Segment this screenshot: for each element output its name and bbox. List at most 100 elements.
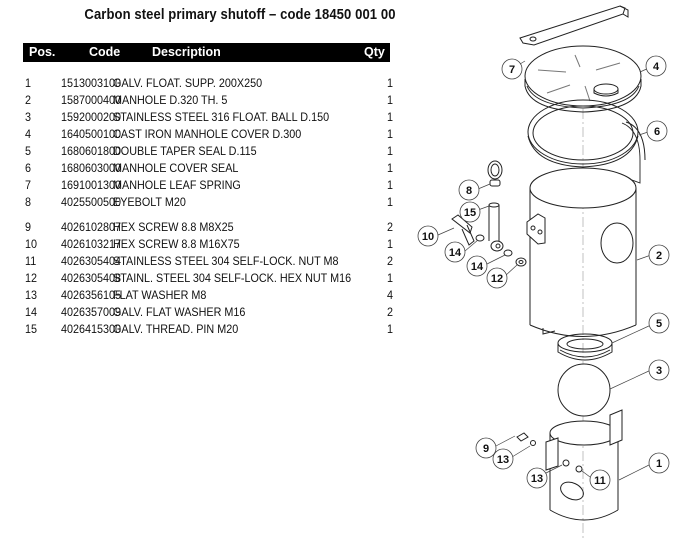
cell-description: MANHOLE LEAF SPRING — [113, 178, 241, 192]
cell-pos: 11 — [25, 254, 37, 268]
callout-12: 12 — [486, 267, 508, 289]
leaf-spring-part — [519, 5, 629, 46]
manhole-cover-part — [524, 45, 642, 113]
callout-13: 13 — [492, 448, 514, 470]
manhole-body-part — [526, 121, 646, 337]
cell-qty: 1 — [387, 76, 394, 90]
cell-description: GALV. THREAD. PIN M20 — [113, 322, 239, 336]
cell-code: 4026356105 — [61, 288, 122, 302]
callout-5: 5 — [648, 312, 670, 334]
cell-code: 4026102807 — [61, 220, 122, 234]
callout-label: 5 — [656, 318, 662, 330]
callout-14: 14 — [466, 255, 488, 277]
cell-pos: 3 — [25, 110, 32, 124]
callout-label: 3 — [656, 365, 662, 377]
cell-description: EYEBOLT M20 — [113, 195, 186, 209]
cell-qty: 1 — [387, 195, 394, 209]
cell-code: 4026103217 — [61, 237, 122, 251]
washer-m16-part — [475, 234, 485, 242]
cell-pos: 6 — [25, 161, 32, 175]
callout-label: 13 — [497, 454, 509, 466]
callout-label: 4 — [653, 61, 660, 73]
cell-description: STAINLESS STEEL 304 SELF-LOCK. NUT M8 — [113, 254, 339, 268]
cell-code: 4026305404 — [61, 254, 122, 268]
cell-description: STAINLESS STEEL 316 FLOAT. BALL D.150 — [113, 110, 330, 124]
cell-pos: 14 — [25, 305, 38, 319]
cell-pos: 8 — [25, 195, 32, 209]
callout-label: 13 — [531, 473, 543, 485]
hex-screw-m16-part — [451, 214, 475, 246]
cell-code: 4026305408 — [61, 271, 122, 285]
cell-qty: 1 — [387, 178, 394, 192]
cell-code: 1691001300 — [61, 178, 122, 192]
cell-code: 1680603000 — [61, 161, 122, 175]
cell-description: HEX SCREW 8.8 M16X75 — [113, 237, 240, 251]
callout-15: 15 — [459, 201, 481, 223]
callout-1: 1 — [648, 452, 670, 474]
callout-11: 11 — [589, 469, 611, 491]
cell-code: 1680601800 — [61, 144, 122, 158]
callout-label: 7 — [509, 64, 515, 76]
cell-description: CAST IRON MANHOLE COVER D.300 — [113, 127, 302, 141]
cell-qty: 1 — [387, 322, 394, 336]
callout-label: 11 — [594, 475, 606, 487]
cell-description: DOUBLE TAPER SEAL D.115 — [113, 144, 257, 158]
callout-label: 6 — [654, 126, 660, 138]
cell-qty: 1 — [387, 161, 394, 175]
cell-qty: 1 — [387, 93, 394, 107]
cell-description: MANHOLE D.320 TH. 5 — [113, 93, 228, 107]
callout-label: 15 — [464, 207, 476, 219]
cell-code: 1640500100 — [61, 127, 122, 141]
callout-label: 10 — [422, 231, 434, 243]
cover-seal-part — [527, 99, 639, 168]
cell-description: FLAT WASHER M8 — [113, 288, 207, 302]
cell-qty: 1 — [387, 237, 394, 251]
cell-description: MANHOLE COVER SEAL — [113, 161, 239, 175]
callout-label: 2 — [656, 250, 662, 262]
callout-10: 10 — [417, 225, 439, 247]
cell-qty: 1 — [387, 144, 394, 158]
cell-code: 4026357009 — [61, 305, 122, 319]
washer-m16-part — [503, 249, 513, 257]
cell-code: 4026415300 — [61, 322, 122, 336]
cell-pos: 4 — [25, 127, 32, 141]
callout-label: 8 — [466, 185, 472, 197]
cell-pos: 5 — [25, 144, 32, 158]
cell-description: HEX SCREW 8.8 M8X25 — [113, 220, 234, 234]
cell-qty: 1 — [387, 110, 394, 124]
float-ball-part — [557, 363, 611, 417]
callout-3: 3 — [648, 359, 670, 381]
cell-pos: 9 — [25, 220, 32, 234]
cell-pos: 1 — [25, 76, 32, 90]
header-description: Description — [152, 45, 221, 59]
float-support-part — [516, 409, 623, 521]
cell-code: 1587000400 — [61, 93, 122, 107]
cell-pos: 7 — [25, 178, 32, 192]
callout-13: 13 — [526, 467, 548, 489]
cell-pos: 12 — [25, 271, 38, 285]
cell-qty: 2 — [387, 305, 394, 319]
callout-label: 1 — [656, 458, 662, 470]
callout-7: 7 — [501, 58, 523, 80]
cell-description: GALV. FLAT WASHER M16 — [113, 305, 246, 319]
callout-4: 4 — [645, 55, 667, 77]
cell-code: 4025500500 — [61, 195, 122, 209]
cell-pos: 2 — [25, 93, 32, 107]
callout-9: 9 — [475, 437, 497, 459]
table-header: Pos. Code Description Qty — [23, 43, 390, 62]
cell-description: STAINL. STEEL 304 SELF-LOCK. HEX NUT M16 — [113, 271, 352, 285]
callout-label: 14 — [471, 261, 484, 273]
hex-nut-m16-part — [515, 257, 527, 267]
